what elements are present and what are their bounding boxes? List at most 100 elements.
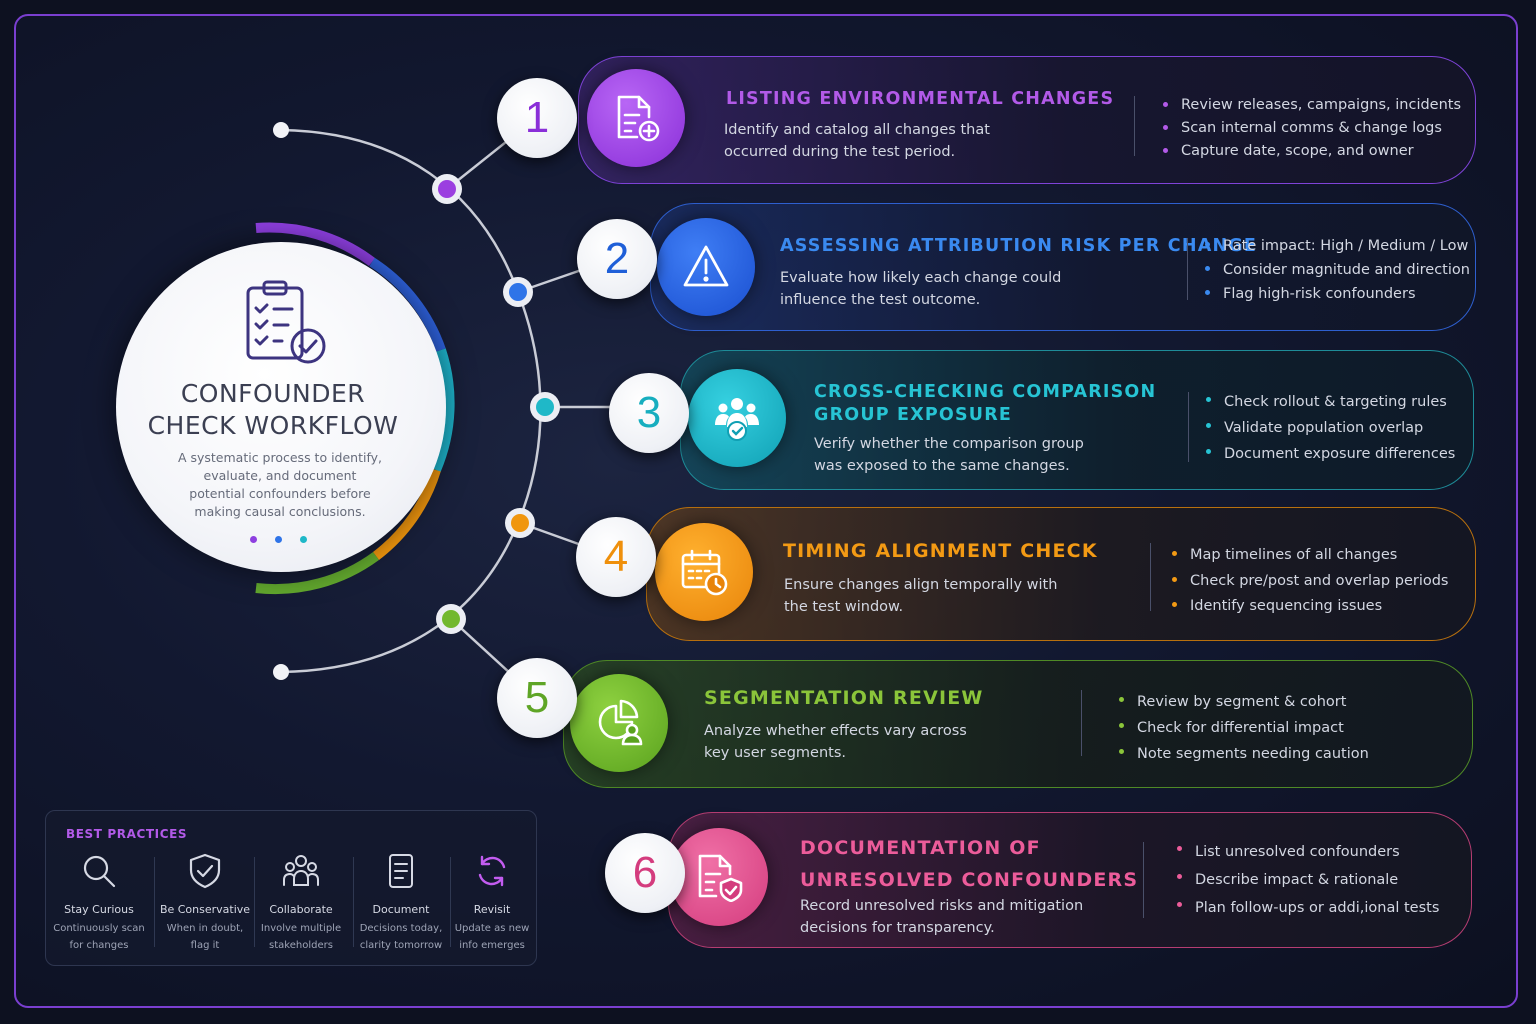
workflow-hub: CONFOUNDER CHECK WORKFLOW A systematic p…: [116, 242, 446, 572]
best-practice-divider: [353, 857, 354, 947]
bullet-item: Note segments needing caution: [1119, 741, 1369, 767]
step-title-3: CROSS-CHECKING COMPARISON GROUP EXPOSURE: [814, 382, 1157, 425]
best-practice-text: Continuously scan for changes: [53, 923, 145, 951]
step-number-2: 2: [577, 219, 657, 299]
bullet-item: Check rollout & targeting rules: [1206, 389, 1455, 415]
document-add-icon: [617, 95, 660, 142]
step-description-1: Identify and catalog all changes that oc…: [724, 122, 990, 160]
best-practice-be-conservative: Be Conservative When in doubt, flag it: [157, 853, 253, 957]
search-icon: [83, 855, 116, 888]
arc-node-1: [432, 174, 462, 204]
best-practice-name: Stay Curious: [64, 903, 134, 916]
bullet-item: Rate impact: High / Medium / Low: [1205, 234, 1470, 258]
pie-user-icon: [598, 699, 643, 746]
document-icon: [389, 854, 413, 888]
step-bullets-5: Review by segment & cohort Check for dif…: [1119, 689, 1369, 767]
arc-node-3: [530, 392, 560, 422]
step-number-1: 1: [497, 78, 577, 158]
best-practice-name: Be Conservative: [159, 903, 251, 916]
step-icon-circle-2: [657, 218, 755, 316]
step-title-1: LISTING ENVIRONMENTAL CHANGES: [726, 89, 1115, 109]
calendar-clock-icon: [681, 549, 728, 596]
step-divider-1: [1134, 96, 1135, 156]
step-icon-circle-5: [570, 674, 668, 772]
best-practice-collaborate: Collaborate Involve multiple stakeholder…: [253, 853, 349, 957]
step-divider-6: [1143, 842, 1144, 918]
hub-description: A systematic process to identify, evalua…: [177, 450, 383, 519]
shield-check-icon: [189, 853, 221, 889]
best-practice-divider: [450, 857, 451, 947]
bullet-item: Describe impact & rationale: [1177, 866, 1439, 894]
step-bullets-3: Check rollout & targeting rules Validate…: [1206, 389, 1455, 467]
arc-node-5: [436, 604, 466, 634]
step-card-6: [668, 812, 1472, 948]
step-card-1: [578, 56, 1476, 184]
best-practice-name: Document: [372, 903, 430, 916]
step-divider-4: [1150, 543, 1151, 611]
best-practice-text: Decisions today, clarity tomorrow: [359, 923, 443, 951]
step-card-5: [563, 660, 1473, 788]
step-card-3: [680, 350, 1474, 490]
step-number-3: 3: [609, 373, 689, 453]
step-description-3: Verify whether the comparison group was …: [814, 436, 1084, 474]
best-practices-title: BEST PRACTICES: [66, 827, 188, 841]
step-description-5: Analyze whether effects vary across key …: [704, 723, 967, 761]
best-practice-stay-curious: Stay Curious Continuously scan for chang…: [51, 853, 147, 957]
best-practice-text: When in doubt, flag it: [166, 923, 244, 951]
people-icon: [283, 855, 319, 886]
bullet-item: Flag high-risk confounders: [1205, 282, 1470, 306]
best-practices-panel: BEST PRACTICES Stay Curious Continuously…: [45, 810, 537, 966]
best-practice-document: Document Decisions today, clarity tomorr…: [353, 853, 449, 957]
hub-dots: [248, 536, 308, 544]
step-divider-5: [1081, 690, 1082, 756]
refresh-icon: [478, 855, 506, 887]
step-divider-3: [1188, 392, 1189, 462]
step-number-4: 4: [576, 517, 656, 597]
clipboard-check-icon: [246, 280, 326, 364]
step-title-6: DOCUMENTATION OF UNRESOLVED CONFOUNDERS: [800, 837, 1139, 891]
step-description-6: Record unresolved risks and mitigation d…: [800, 898, 1084, 936]
bullet-item: Identify sequencing issues: [1172, 594, 1449, 620]
bullet-item: Capture date, scope, and owner: [1163, 140, 1461, 163]
best-practice-text: Update as new info emerges: [454, 923, 530, 951]
best-practice-divider: [154, 857, 155, 947]
step-description-4: Ensure changes align temporally with the…: [784, 577, 1058, 615]
step-bullets-1: Review releases, campaigns, incidents Sc…: [1163, 94, 1461, 163]
step-icon-circle-1: [587, 69, 685, 167]
bullet-item: Scan internal comms & change logs: [1163, 117, 1461, 140]
arc-node-4: [505, 508, 535, 538]
bullet-item: Review releases, campaigns, incidents: [1163, 94, 1461, 117]
step-title-2: ASSESSING ATTRIBUTION RISK PER CHANGE: [780, 236, 1258, 256]
bullet-item: Check pre/post and overlap periods: [1172, 569, 1449, 595]
step-divider-2: [1187, 238, 1188, 300]
step-card-4: [646, 507, 1476, 641]
bullet-item: Document exposure differences: [1206, 441, 1455, 467]
warning-icon: [683, 245, 729, 287]
bullet-item: List unresolved confounders: [1177, 838, 1439, 866]
step-title-5: SEGMENTATION REVIEW: [704, 687, 984, 709]
hub-title: CONFOUNDER CHECK WORKFLOW: [147, 379, 399, 440]
step-title-4: TIMING ALIGNMENT CHECK: [783, 540, 1098, 562]
best-practice-text: Involve multiple stakeholders: [260, 923, 342, 951]
arc-node-2: [503, 277, 533, 307]
bullet-item: Check for differential impact: [1119, 715, 1369, 741]
group-check-icon: [715, 398, 759, 441]
step-icon-circle-4: [655, 523, 753, 621]
step-number-5: 5: [497, 658, 577, 738]
best-practice-name: Revisit: [473, 903, 511, 916]
step-number-6: 6: [605, 833, 685, 913]
document-shield-icon: [698, 854, 743, 902]
bullet-item: Consider magnitude and direction: [1205, 258, 1470, 282]
step-bullets-6: List unresolved confounders Describe imp…: [1177, 838, 1439, 922]
best-practice-name: Collaborate: [269, 903, 333, 916]
step-card-2: [650, 203, 1476, 331]
step-icon-circle-3: [688, 369, 786, 467]
hub-ring: [255, 222, 455, 595]
bullet-item: Validate population overlap: [1206, 415, 1455, 441]
step-bullets-4: Map timelines of all changes Check pre/p…: [1172, 543, 1449, 620]
best-practice-revisit: Revisit Update as new info emerges: [444, 853, 540, 957]
bullet-item: Review by segment & cohort: [1119, 689, 1369, 715]
step-bullets-2: Rate impact: High / Medium / Low Conside…: [1205, 234, 1470, 306]
step-description-2: Evaluate how likely each change could in…: [780, 270, 1062, 308]
bullet-item: Plan follow-ups or addi,ional tests: [1177, 894, 1439, 922]
